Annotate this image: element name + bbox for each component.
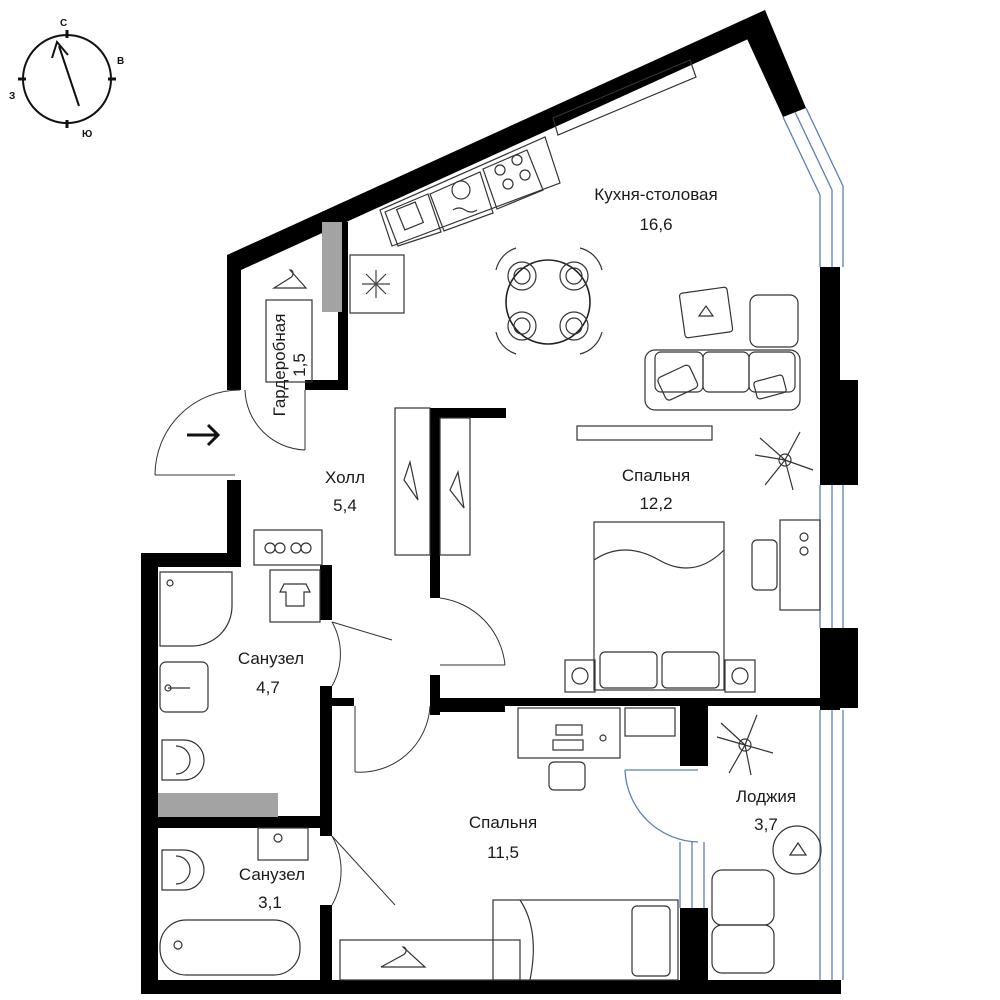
loggia-name: Лоджия [736,787,796,806]
hanger-icon [380,946,427,968]
bedroom2-furniture [339,707,679,981]
wardrobe-area: 1,5 [290,353,309,377]
hanger-icon [403,459,465,509]
loggia-area: 3,7 [754,815,778,834]
compass-east: В [117,56,124,67]
bath2-fixtures [159,827,309,976]
snowflake-icon [362,270,390,298]
compass-north: С [60,18,67,29]
bath1-fixtures [159,569,321,781]
doors [154,389,506,906]
ventilation-shaft [322,222,342,312]
loggia-furniture [711,714,822,974]
bath1-area: 4,7 [256,678,280,697]
wardrobe-name: Гардеробная [270,314,289,417]
windows [624,107,844,980]
bath2-name: Санузел [239,865,305,884]
bedroom1-name: Спальня [622,466,690,485]
kitchen-area: 16,6 [639,215,672,234]
hall-area: 5,4 [333,496,357,515]
kitchen-name: Кухня-столовая [594,185,717,204]
bath2-area: 3,1 [258,893,282,912]
plant-icon [716,714,774,776]
entrance-arrow-icon [187,423,221,447]
bedroom2-name: Спальня [469,813,537,832]
hall-name: Холл [325,468,365,487]
compass-south: Ю [82,129,92,140]
ventilation-shaft [158,793,278,817]
hanger-icon [271,269,308,289]
hall-furniture [253,269,471,566]
bedroom2-area: 11,5 [487,843,519,862]
compass-west: З [9,91,15,102]
room-labels: Кухня-столовая 16,6 Гардеробная 1,5 Холл… [238,185,796,912]
plant-icon [754,431,814,491]
bedroom1-furniture [564,425,821,693]
fan-icon [571,667,749,685]
bath1-name: Санузел [238,649,304,668]
kitchen-furniture [349,59,801,411]
walls [141,10,858,994]
bedroom1-area: 12,2 [639,494,672,513]
compass-icon: С В Ю З [9,18,124,140]
